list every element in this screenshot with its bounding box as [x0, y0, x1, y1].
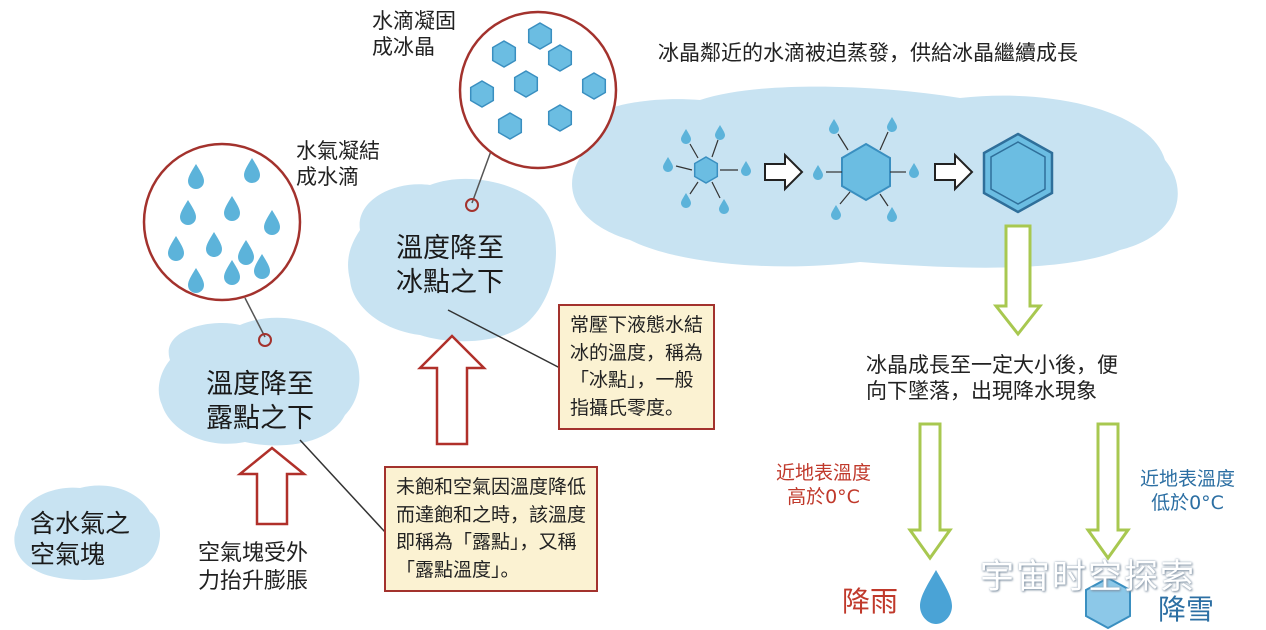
label-cloud-freeze: 溫度降至 冰點之下 — [396, 233, 504, 298]
cloud-dew — [158, 317, 360, 446]
arrow-snow — [1085, 422, 1131, 561]
label-cold-surface: 近地表溫度 低於0°C — [1140, 468, 1236, 514]
label-evaporate: 冰晶鄰近的水滴被迫蒸發，供給冰晶繼續成長 — [658, 41, 1078, 65]
note-freezing-point: 常壓下液態水結 冰的溫度，稱為 「冰點」，一般 指攝氏零度。 — [558, 304, 716, 431]
arrow-rise — [416, 334, 488, 446]
label-warm-surface: 近地表溫度 高於0°C — [776, 462, 872, 508]
rain-drop-icon — [920, 570, 952, 624]
label-fall: 冰晶成長至一定大小後，便 向下墜落，出現降水現象 — [866, 353, 1118, 404]
arrow-rain — [907, 422, 953, 561]
label-cloud-dew: 溫度降至 露點之下 — [206, 369, 314, 434]
watermark: 宇宙时空探索 — [980, 557, 1196, 597]
arrow-lift — [236, 446, 308, 526]
arrow-fall — [992, 224, 1044, 337]
label-rain: 降雨 — [842, 585, 899, 618]
label-cloud-start: 含水氣之 空氣塊 — [30, 509, 131, 570]
note-dew-point: 未飽和空氣因溫度降低 而達飽和之時，該溫度 即稱為「露點」，又稱 「露點溫度」。 — [384, 466, 599, 593]
label-freeze: 水滴凝固 成冰晶 — [372, 9, 456, 60]
cloud-freeze — [348, 178, 557, 342]
snow-crystal-icon — [1085, 576, 1131, 630]
label-lift: 空氣塊受外 力抬升膨脹 — [198, 541, 309, 594]
cloud-start — [14, 485, 161, 580]
label-condense: 水氣凝結 成水滴 — [296, 139, 380, 190]
label-snow: 降雪 — [1158, 593, 1215, 626]
